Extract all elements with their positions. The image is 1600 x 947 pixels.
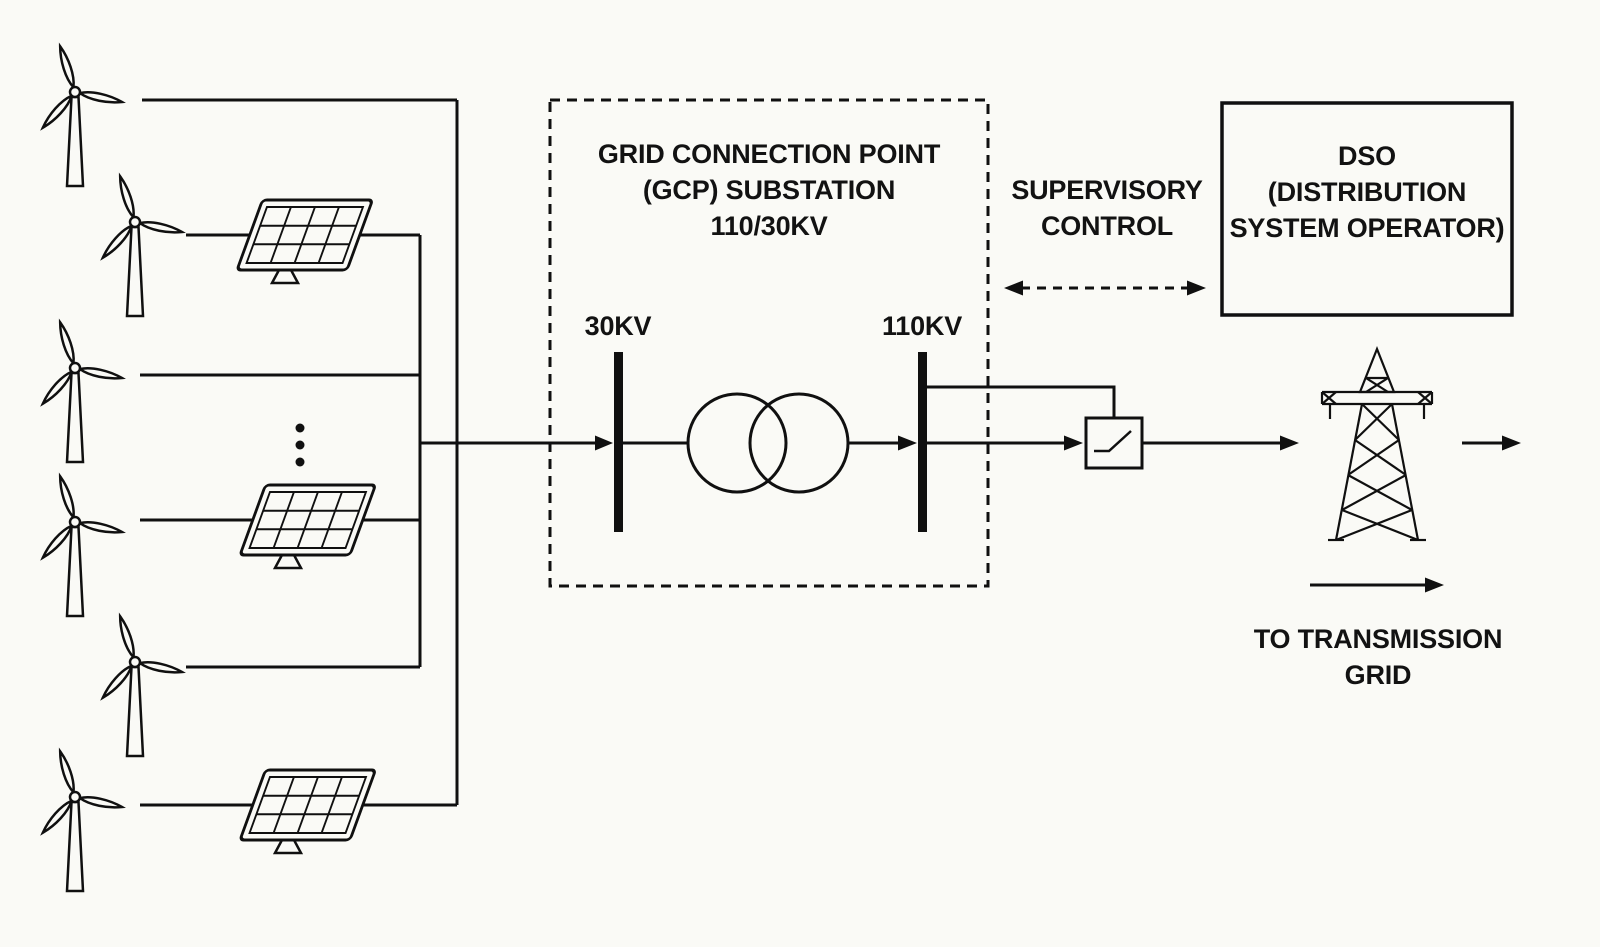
- wind-farm: [38, 43, 184, 893]
- dso-box: [1220, 101, 1514, 317]
- transmission-direction-arrow: [1310, 577, 1444, 593]
- busbar-30kv: [614, 352, 623, 532]
- wind-turbine-icon: [38, 319, 124, 464]
- switch-device-icon: [1084, 416, 1144, 470]
- wind-turbine-icon: [38, 473, 124, 618]
- solar-park: [235, 198, 377, 855]
- control-connection-line: [927, 385, 1116, 418]
- transformer-icon: [623, 392, 917, 494]
- wind-turbine-icon: [38, 748, 124, 893]
- solar-panel-icon: [238, 768, 377, 855]
- output-to-switch-arrow: [927, 435, 1083, 451]
- more-units-ellipsis: [295, 423, 305, 467]
- wind-turbine-icon: [38, 43, 124, 188]
- supervisory-control-arrow: [1004, 280, 1206, 296]
- solar-panel-icon: [238, 483, 377, 570]
- switch-to-tower-arrow: [1142, 435, 1299, 451]
- solar-panel-icon: [235, 198, 374, 285]
- dso-box-label: DSO (DISTRIBUTION SYSTEM OPERATOR): [1229, 141, 1505, 243]
- gcp-boundary-box: [548, 98, 990, 588]
- grid-output-arrow: [1462, 435, 1521, 451]
- transmission-tower-icon: [1320, 346, 1434, 542]
- gcp-substation-title: GRID CONNECTION POINT (GCP) SUBSTATION 1…: [597, 139, 941, 241]
- busbar-110kv: [918, 352, 927, 532]
- feed-arrow: [420, 435, 613, 451]
- supervisory-control-label: SUPERVISORY CONTROL: [1011, 175, 1203, 241]
- wind-turbine-icon: [98, 613, 184, 758]
- wind-turbine-icon: [98, 173, 184, 318]
- to-transmission-grid-label: TO TRANSMISSION GRID: [1253, 624, 1503, 690]
- busbar-110kv-label: 110KV: [881, 311, 963, 341]
- busbar-30kv-label: 30KV: [584, 311, 652, 341]
